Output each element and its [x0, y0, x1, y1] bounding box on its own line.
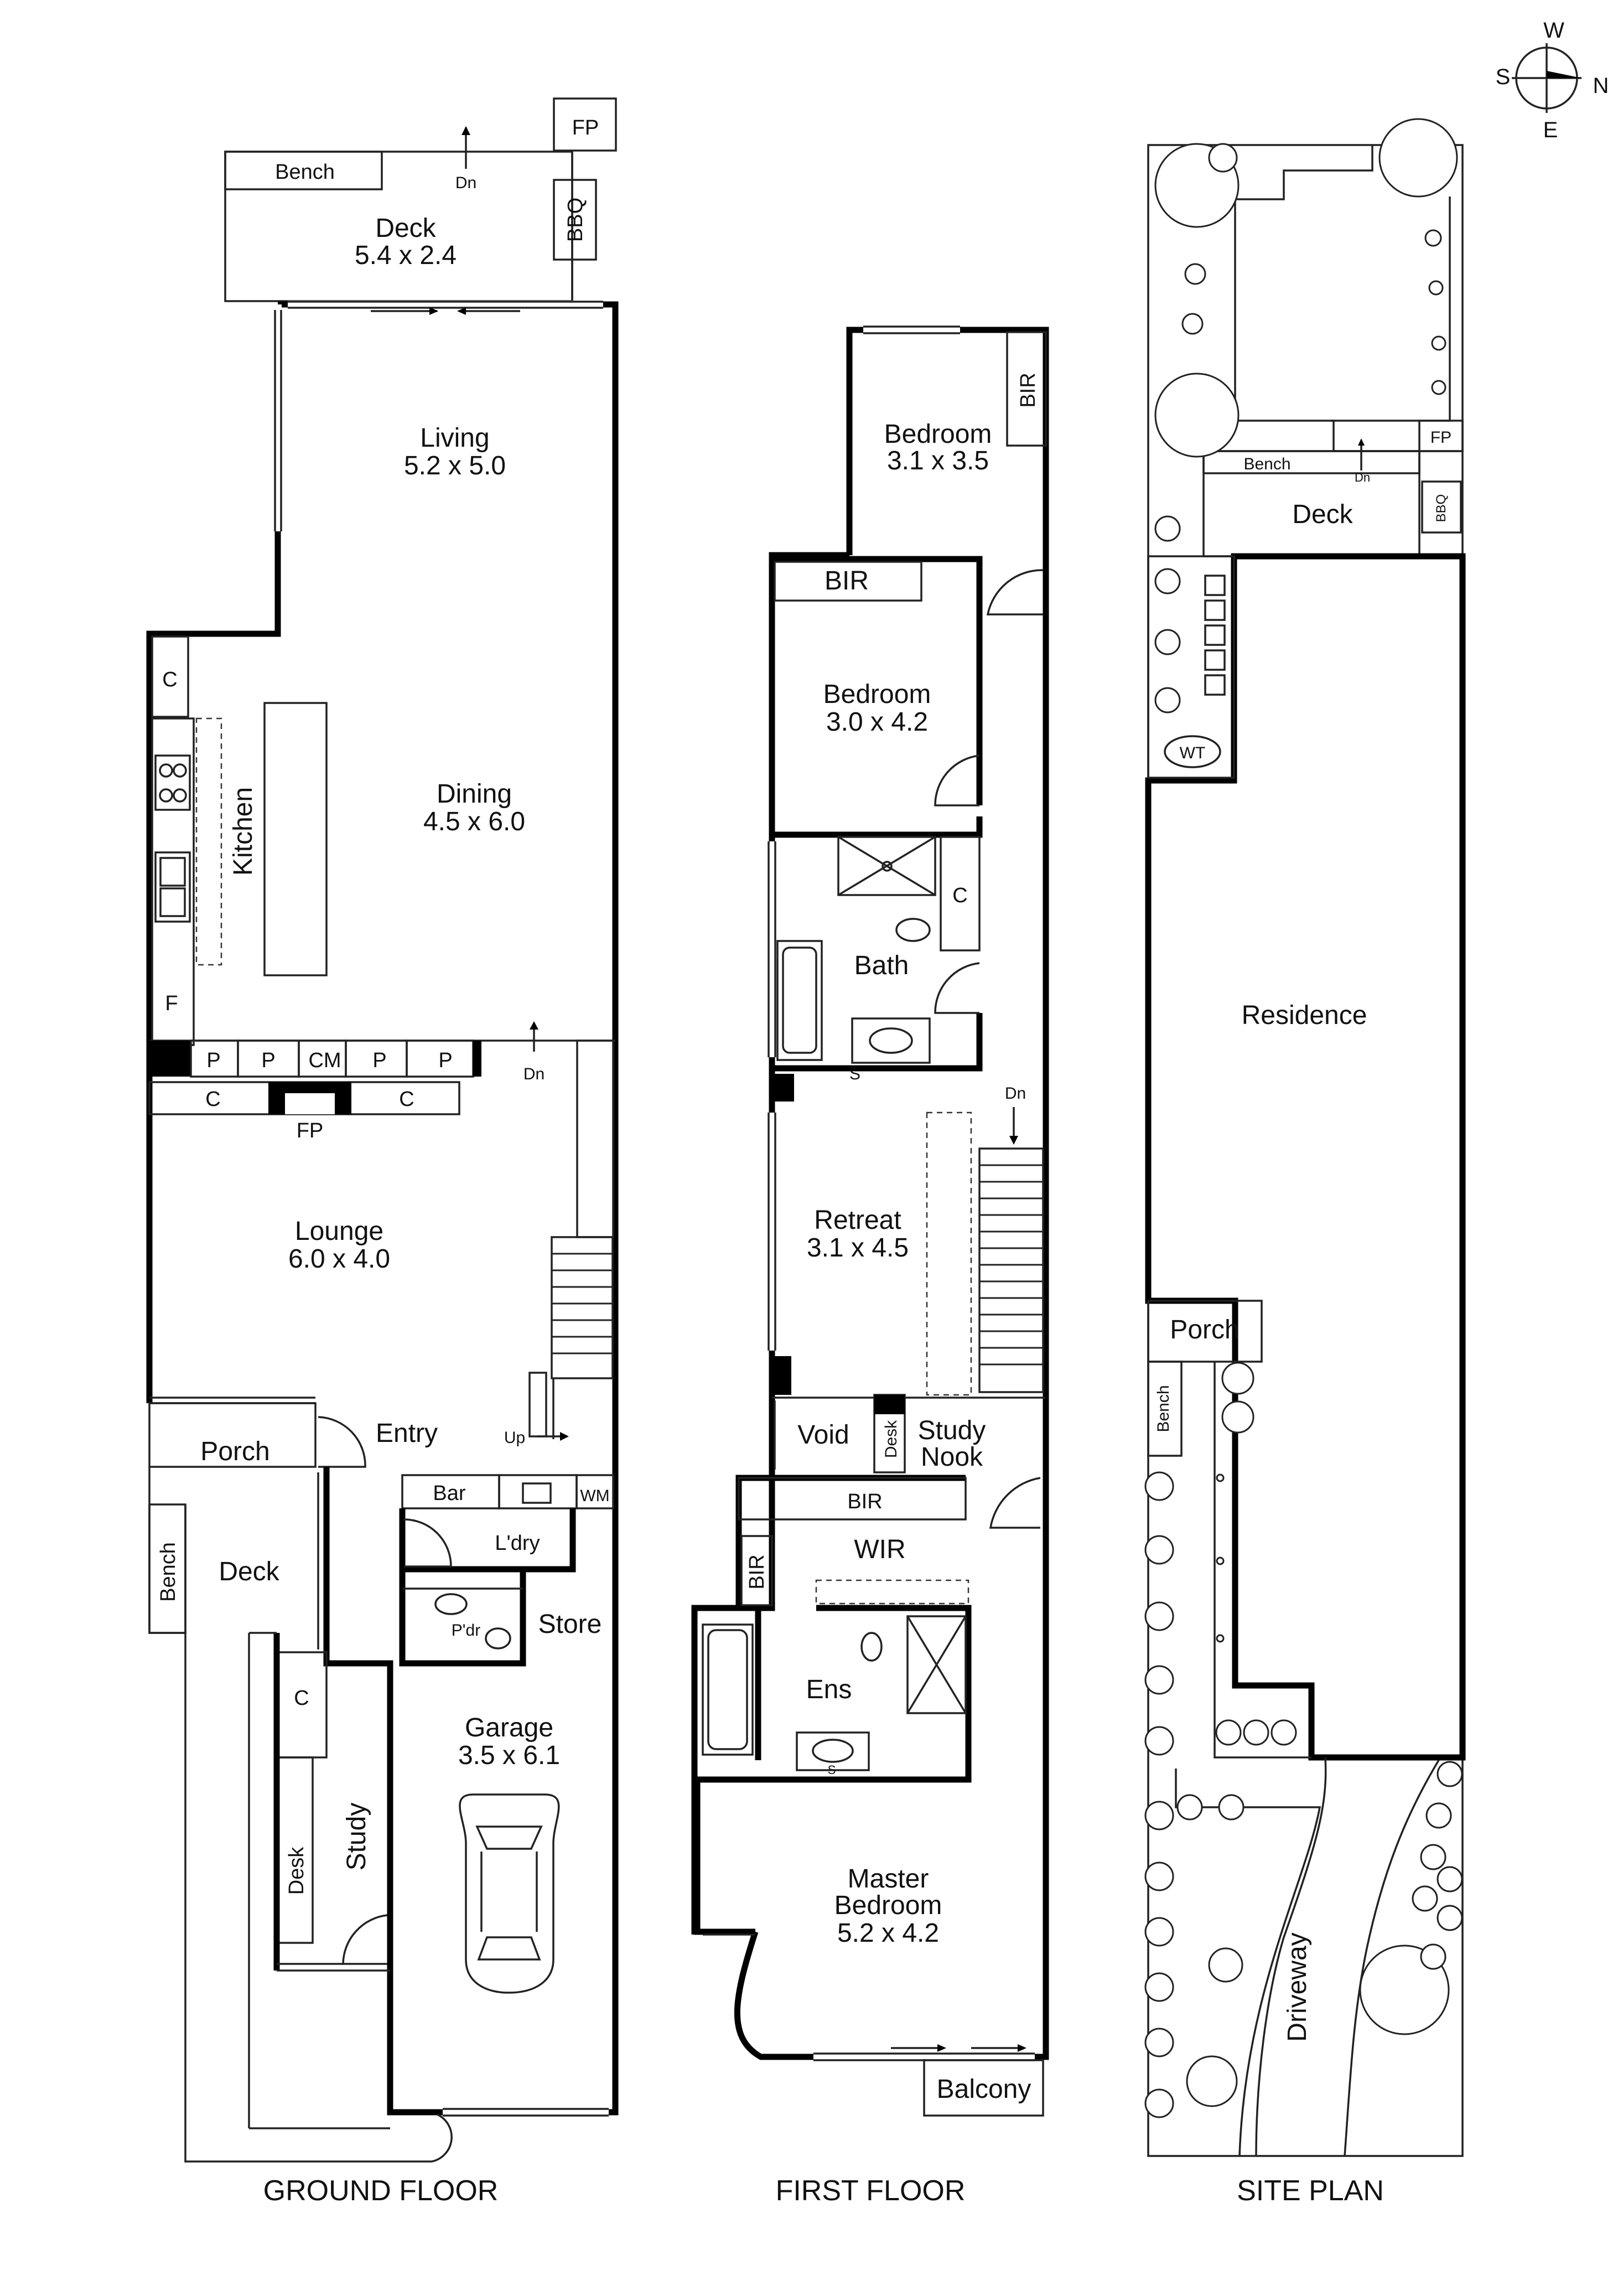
lounge-size: 6.0 x 4.0	[288, 1244, 390, 1274]
retreat-label: Retreat	[814, 1206, 901, 1235]
f-label: F	[165, 992, 178, 1015]
garage-label: Garage	[465, 1713, 553, 1742]
compass-n: N	[1593, 74, 1609, 98]
bir4-label: BIR	[745, 1554, 769, 1589]
driveway-label: Driveway	[1283, 1932, 1312, 2041]
desk-first-label: Desk	[882, 1420, 900, 1458]
c-right-label: C	[399, 1088, 414, 1111]
bedroom1-size: 3.1 x 3.5	[887, 446, 989, 475]
first-floor-caption: FIRST FLOOR	[776, 2175, 966, 2207]
compass-s: S	[1496, 65, 1511, 89]
coffee-machine-label: CM	[308, 1049, 341, 1072]
lounge-label: Lounge	[295, 1217, 383, 1246]
first-stair	[979, 1164, 1043, 1366]
car-icon	[459, 1793, 560, 1994]
compass-w: W	[1543, 18, 1564, 43]
bedroom2-label: Bedroom	[823, 680, 931, 709]
ldry-label: L'dry	[495, 1532, 540, 1555]
ens-label: Ens	[806, 1675, 852, 1704]
balcony-label: Balcony	[937, 2075, 1031, 2104]
residence-label: Residence	[1242, 1001, 1367, 1030]
porch-label: Porch	[200, 1437, 269, 1466]
ground-stair	[552, 1253, 613, 1354]
deck-top-size: 5.4 x 2.4	[355, 241, 457, 270]
compass: W S N E	[1496, 18, 1609, 142]
bedroom1-label: Bedroom	[884, 420, 992, 449]
up-label: Up	[504, 1429, 525, 1447]
ground-floor-plan: Deck 5.4 x 2.4 Bench FP BBQ Dn Living 5.…	[146, 97, 619, 2207]
fp-top-label: FP	[572, 116, 599, 139]
bir3-label: BIR	[847, 1490, 882, 1513]
master-label-2: Bedroom	[834, 1891, 942, 1920]
fp-mid-label: FP	[297, 1119, 324, 1142]
site-fp-label: FP	[1430, 428, 1451, 447]
bath-label: Bath	[854, 951, 909, 980]
bench-top-label: Bench	[275, 161, 335, 184]
site-deck-label: Deck	[1292, 500, 1353, 529]
site-plan-caption: SITE PLAN	[1237, 2175, 1384, 2207]
site-plan: FP Bench Dn BBQ Deck Residence WT Porch …	[1144, 118, 1466, 2207]
dn-mid-label: Dn	[523, 1065, 545, 1083]
study-label: Study	[342, 1803, 371, 1871]
compass-e: E	[1543, 118, 1558, 142]
pdr-label: P'dr	[452, 1621, 480, 1640]
store-label: Store	[538, 1610, 602, 1639]
entry-label: Entry	[376, 1419, 438, 1448]
bench-side-label: Bench	[157, 1542, 180, 1602]
pantry-label-4: P	[438, 1049, 452, 1072]
bir2-label: BIR	[825, 566, 869, 596]
retreat-size: 3.1 x 4.5	[807, 1233, 909, 1263]
site-bench-side-label: Bench	[1154, 1385, 1173, 1432]
study-nook-label-1: Study	[918, 1416, 986, 1445]
wm-label: WM	[580, 1487, 609, 1505]
bedroom2-size: 3.0 x 4.2	[826, 707, 928, 737]
c-study-label: C	[294, 1687, 309, 1710]
living-label: Living	[420, 423, 489, 453]
kitchen-label: Kitchen	[229, 787, 258, 876]
ground-floor-caption: GROUND FLOOR	[263, 2175, 499, 2207]
study-nook-label-2: Nook	[921, 1442, 983, 1472]
site-dn-label: Dn	[1355, 470, 1370, 484]
dn-first-label: Dn	[1005, 1084, 1026, 1103]
pantry-label-1: P	[206, 1049, 220, 1072]
pantry-label-2: P	[261, 1049, 275, 1072]
void-label: Void	[797, 1420, 849, 1450]
dining-label: Dining	[437, 779, 512, 809]
dining-size: 4.5 x 6.0	[423, 807, 525, 836]
garage-size: 3.5 x 6.1	[458, 1741, 560, 1770]
first-floor-plan: BIR Bedroom 3.1 x 3.5 BIR Bedroom 3.0 x …	[691, 325, 1049, 2207]
deck-side-label: Deck	[219, 1557, 279, 1586]
bbq-label: BBQ	[564, 198, 587, 242]
master-label-1: Master	[848, 1864, 929, 1894]
site-porch-label: Porch	[1170, 1315, 1239, 1344]
c-kitchen-label: C	[162, 668, 177, 691]
deck-top-label: Deck	[375, 214, 436, 243]
living-size: 5.2 x 5.0	[404, 451, 506, 480]
wt-label: WT	[1180, 744, 1206, 762]
master-size: 5.2 x 4.2	[837, 1918, 939, 1948]
bar-label: Bar	[433, 1482, 465, 1505]
c-left-label: C	[205, 1088, 220, 1111]
tree-icons	[1144, 118, 1463, 2118]
desk-label: Desk	[285, 1847, 308, 1895]
wir-label: WIR	[854, 1535, 905, 1564]
dn-top-label: Dn	[455, 174, 476, 192]
c-bath-label: C	[952, 884, 967, 907]
s-ens-label: S	[828, 1763, 836, 1777]
pantry-label-3: P	[372, 1049, 386, 1072]
site-bbq-label: BBQ	[1434, 494, 1449, 523]
bir-top-label: BIR	[1017, 373, 1040, 407]
site-bench-label: Bench	[1243, 455, 1290, 473]
